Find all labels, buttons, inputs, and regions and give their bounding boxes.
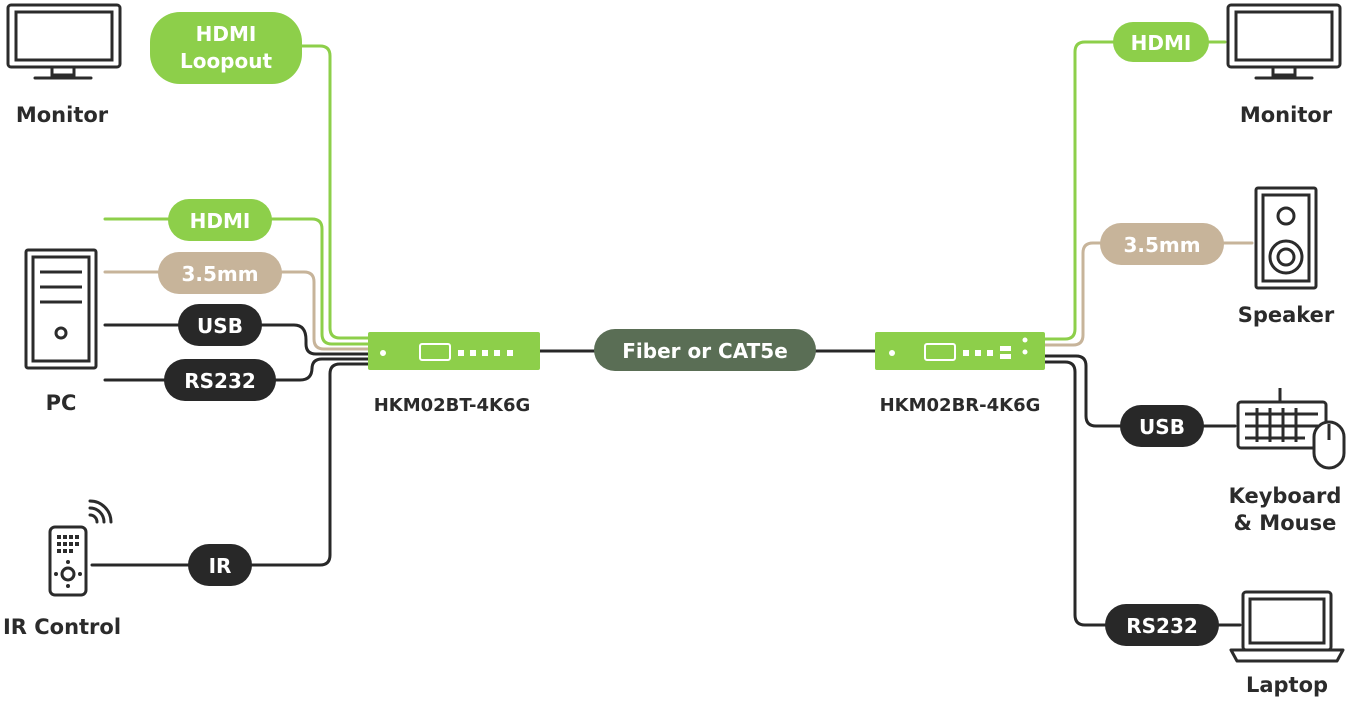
wire-hdmi-in <box>103 217 372 346</box>
pill-rs232-out: RS232 <box>1105 604 1219 646</box>
wire-audio-out <box>1041 241 1254 347</box>
transmitter-unit: HKM02BT-4K6G <box>368 332 540 416</box>
pill-ir-text: IR <box>209 554 232 578</box>
monitor-icon <box>1226 3 1342 80</box>
pill-hdmi-out-text: HDMI <box>1131 31 1192 55</box>
pill-audio-out-text: 3.5mm <box>1123 233 1200 257</box>
pill-hdmi-out: HDMI <box>1113 22 1209 62</box>
pill-usb-out-text: USB <box>1139 415 1185 439</box>
laptop-label: Laptop <box>1246 673 1328 697</box>
pill-hdmi-loopout-line2: Loopout <box>180 49 273 73</box>
monitor-left-label: Monitor <box>16 103 109 127</box>
pill-hdmi-in-text: HDMI <box>190 209 251 233</box>
laptop-icon <box>1229 590 1345 663</box>
monitor-icon <box>6 3 122 80</box>
wire-audio-in <box>103 270 372 351</box>
pill-hdmi-loopout-line1: HDMI <box>196 22 257 46</box>
keyboard-mouse-icon <box>1236 388 1346 470</box>
pc-label: PC <box>46 391 77 415</box>
keyboard-mouse-label-line2: & Mouse <box>1234 511 1337 535</box>
ir-signal-icon <box>88 499 113 524</box>
pill-ir: IR <box>188 544 252 586</box>
pill-hdmi-in: HDMI <box>168 199 272 241</box>
ir-remote-icon <box>48 525 88 597</box>
ir-control: IR Control <box>3 499 121 639</box>
monitor-right: Monitor <box>1226 3 1342 127</box>
wire-rs232-in <box>103 357 372 382</box>
pc: PC <box>24 248 98 415</box>
pill-hdmi-loopout: HDMI Loopout <box>150 12 302 84</box>
speaker-label: Speaker <box>1238 303 1335 327</box>
pill-rs232-in: RS232 <box>164 359 276 401</box>
receiver-label: HKM02BR-4K6G <box>880 395 1041 416</box>
wire-ir <box>90 362 372 567</box>
keyboard-mouse: Keyboard & Mouse <box>1229 388 1346 535</box>
wire-rs232-out <box>1041 360 1242 627</box>
wire-hdmi-out <box>1041 40 1227 341</box>
ir-control-label: IR Control <box>3 615 121 639</box>
speaker-icon <box>1254 186 1318 290</box>
pill-usb-out: USB <box>1120 405 1204 447</box>
monitor-right-label: Monitor <box>1240 103 1333 127</box>
pill-rs232-out-text: RS232 <box>1126 614 1198 638</box>
monitor-left: Monitor <box>6 3 122 127</box>
transmitter-box <box>368 332 540 370</box>
wire-hdmi-loopout <box>298 44 372 340</box>
pill-audio-out: 3.5mm <box>1100 223 1224 265</box>
transmitter-label: HKM02BT-4K6G <box>374 395 531 416</box>
wire-usb-out <box>1041 354 1237 428</box>
pill-audio-in: 3.5mm <box>158 252 282 294</box>
receiver-unit: HKM02BR-4K6G <box>875 332 1045 416</box>
pill-usb-in-text: USB <box>197 314 243 338</box>
laptop: Laptop <box>1229 590 1345 697</box>
pill-link-text: Fiber or CAT5e <box>622 339 788 363</box>
keyboard-mouse-label-line1: Keyboard <box>1229 484 1342 508</box>
pill-usb-in: USB <box>178 304 262 346</box>
speaker: Speaker <box>1238 186 1335 327</box>
pill-rs232-in-text: RS232 <box>184 369 256 393</box>
receiver-box <box>875 332 1045 370</box>
pc-tower-icon <box>24 248 98 370</box>
pill-audio-in-text: 3.5mm <box>181 262 258 286</box>
pill-link: Fiber or CAT5e <box>594 329 816 371</box>
wire-usb-in <box>103 323 372 356</box>
